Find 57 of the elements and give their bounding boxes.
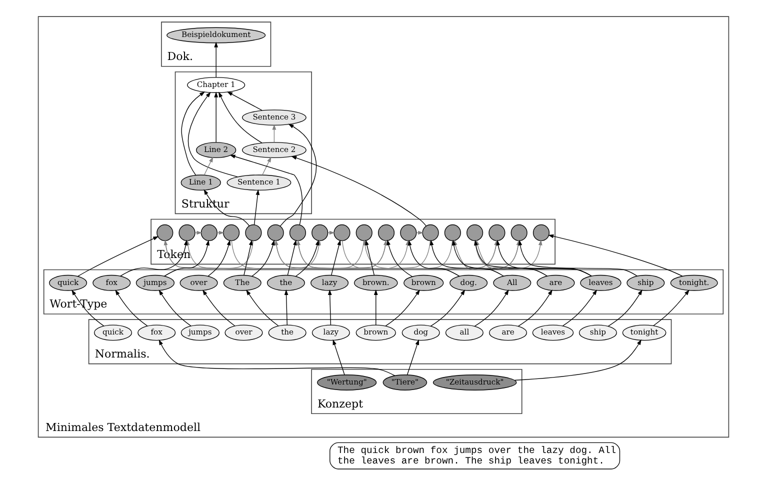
arrow [562, 289, 598, 326]
arrow [548, 234, 683, 277]
arrow [262, 156, 272, 176]
node-circle [334, 224, 350, 242]
arrow [332, 339, 345, 376]
arrow [328, 289, 332, 326]
arrow [246, 290, 279, 326]
node-box: The quick brown fox jumps over the lazy dog. All the leaves are brown. The ship leaves tonight. [330, 442, 620, 470]
arrow [284, 289, 288, 326]
arrow [608, 290, 642, 327]
arrow [202, 290, 236, 326]
node-circle [356, 224, 372, 242]
arrow [227, 92, 262, 111]
node-circle [178, 224, 196, 242]
arrow [474, 290, 509, 327]
arrow [244, 240, 253, 276]
arrow [254, 189, 260, 225]
arrow [218, 92, 262, 144]
node-circle [444, 224, 461, 242]
arrow [385, 289, 420, 326]
arrow [518, 240, 638, 276]
node-circle [312, 224, 328, 242]
node-circle [378, 224, 395, 242]
arrow [291, 156, 426, 226]
arrow [518, 290, 552, 327]
arrow [181, 92, 206, 176]
node-circle [245, 224, 262, 242]
arrow [188, 92, 238, 178]
node-circle [510, 224, 528, 242]
arrow [214, 92, 218, 143]
arrow [287, 240, 297, 276]
arrow [365, 240, 375, 276]
node-circle [223, 224, 240, 242]
arrow [330, 240, 341, 276]
node-circle [267, 224, 284, 242]
node-circle [156, 224, 174, 242]
arrow [115, 290, 148, 326]
node-circle [466, 224, 484, 242]
node-circle [200, 224, 218, 242]
arrow [374, 289, 378, 326]
node-circle [488, 224, 506, 242]
arrow [230, 154, 303, 226]
arrow [208, 240, 231, 276]
arrow [251, 240, 275, 277]
node-circle [422, 224, 439, 242]
arrow [158, 290, 192, 326]
arrow [514, 339, 642, 381]
arrow [272, 124, 276, 142]
arrow [77, 236, 159, 277]
arrow [406, 339, 420, 376]
node-circle [289, 224, 306, 242]
arrow [280, 124, 317, 226]
arrow [158, 339, 396, 376]
node-circle [532, 224, 550, 242]
node-circle [400, 224, 417, 242]
arrow [204, 156, 214, 176]
arrow [214, 42, 218, 78]
